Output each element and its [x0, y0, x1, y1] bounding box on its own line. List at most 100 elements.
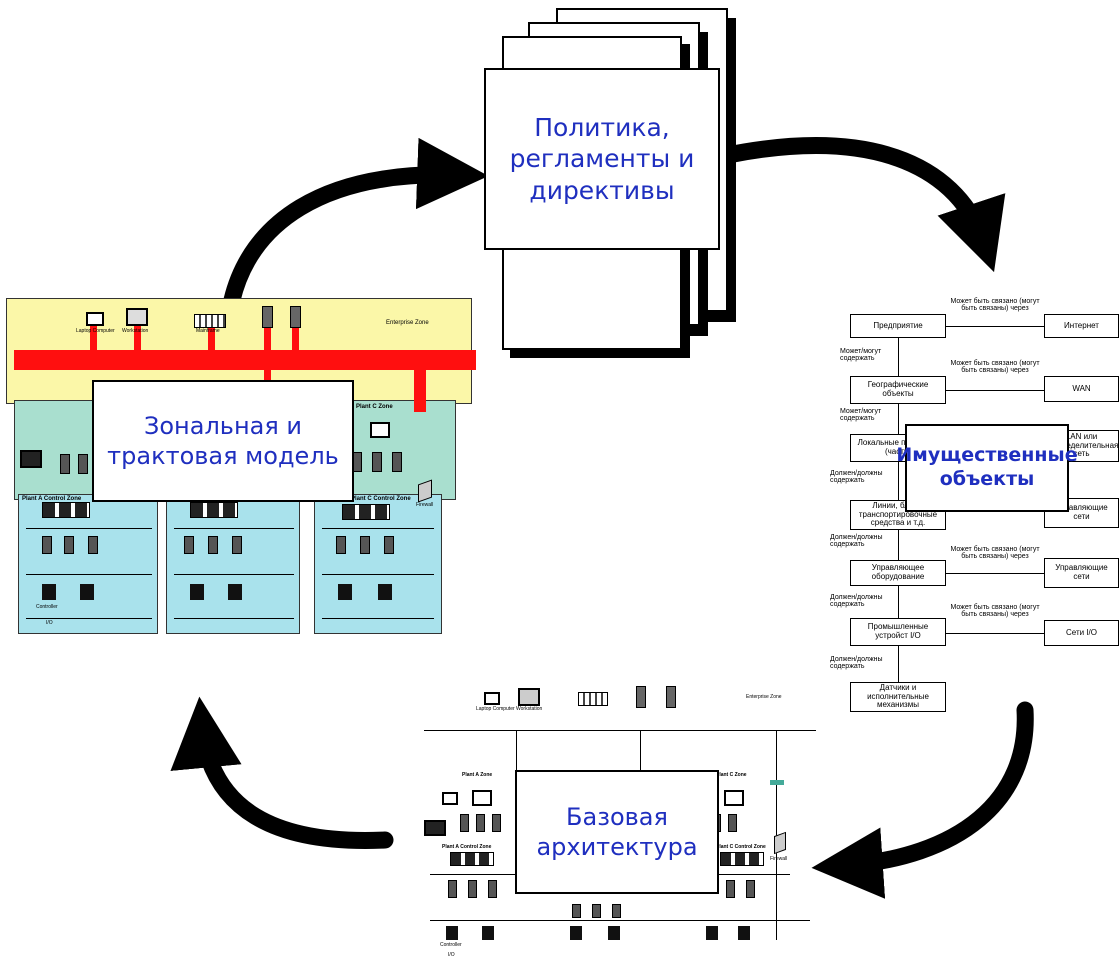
workstation-icon — [42, 502, 90, 518]
policy-title-line1: Политика, — [534, 113, 670, 143]
network-line — [322, 528, 434, 529]
asset-box-io-devices: Промышленные устройст I/O — [850, 618, 946, 646]
controller-icon — [738, 926, 750, 940]
server-icon — [336, 536, 346, 554]
asset-box-enterprise: Предприятие — [850, 314, 946, 338]
plant-c-control-label: Plant C Control Zone — [351, 496, 411, 502]
policy-title-line2: регламенты и — [509, 144, 695, 174]
workstation-icon — [724, 790, 744, 806]
conduit-drop-4 — [264, 322, 271, 352]
network-line — [26, 618, 152, 619]
containment-label: Может/могут содержать — [840, 348, 882, 363]
server-icon — [42, 536, 52, 554]
network-line — [430, 920, 810, 921]
network-line — [26, 574, 152, 575]
network-line — [430, 874, 520, 875]
server-icon — [78, 454, 88, 474]
containment-label: Должен/должны содержать — [830, 594, 883, 609]
device-label: Controller — [440, 942, 462, 948]
network-line — [424, 730, 816, 731]
device-label: Workstation — [516, 706, 543, 712]
network-line — [770, 780, 784, 785]
network-line — [322, 618, 434, 619]
server-icon — [746, 880, 755, 898]
controller-icon — [190, 584, 204, 600]
asset-box-control-equipment: Управляющее оборудование — [850, 560, 946, 586]
server-icon — [384, 536, 394, 554]
arrow-policy-to-assets — [719, 137, 1006, 273]
server-icon — [232, 536, 242, 554]
network-line — [710, 874, 790, 875]
enterprise-zone-label: Enterprise Zone — [746, 694, 782, 700]
controller-icon — [482, 926, 494, 940]
conduit-drop-7 — [414, 368, 426, 412]
server-icon — [290, 306, 301, 328]
plant-a-control-label: Plant A Control Zone — [22, 496, 82, 502]
controller-icon — [378, 584, 392, 600]
laptop-icon — [484, 692, 500, 705]
laptop-icon — [442, 792, 458, 805]
device-label: I/O — [46, 620, 53, 626]
mainframe-icon — [578, 692, 608, 706]
server-icon — [184, 536, 194, 554]
base-title-line2: архитектура — [536, 833, 698, 861]
association-label: Может быть связано (могут быть связаны) … — [950, 546, 1040, 561]
server-icon — [572, 904, 581, 918]
containment-label: Должен/должны содержать — [830, 656, 883, 671]
network-line — [174, 618, 294, 619]
plant-c-zone-label: Plant C Zone — [716, 772, 747, 778]
server-icon — [262, 306, 273, 328]
policy-box: Политика, регламенты и директивы — [484, 68, 720, 250]
server-icon — [666, 686, 676, 708]
association-label: Может быть связано (могут быть связаны) … — [950, 298, 1040, 313]
controller-icon — [446, 926, 458, 940]
server-icon — [726, 880, 735, 898]
base-architecture-diagram: Enterprise Zone Laptop Computer Workstat… — [420, 680, 820, 961]
server-icon — [612, 904, 621, 918]
asset-box-internet: Интернет — [1044, 314, 1119, 338]
plant-a-zone-label: Plant A Zone — [462, 772, 493, 778]
conduit-main — [14, 350, 476, 370]
network-line — [26, 528, 152, 529]
workstation-icon — [190, 502, 238, 518]
association-arrow — [946, 390, 1044, 391]
workstation-icon — [720, 852, 764, 866]
workstation-icon — [20, 450, 42, 468]
controller-icon — [570, 926, 582, 940]
server-icon — [372, 452, 382, 472]
asset-box: Имущественные объекты — [896, 424, 1078, 512]
device-label: Firewall — [770, 856, 788, 862]
conduit-drop-5 — [292, 322, 299, 352]
zonal-model-box: Зональная и трактовая модель — [92, 380, 354, 502]
asset-title-line2: объекты — [939, 468, 1035, 490]
device-label: Laptop Computer — [76, 328, 115, 334]
conduit-drop-6 — [264, 368, 271, 384]
association-arrow — [946, 326, 1044, 327]
server-icon — [64, 536, 74, 554]
server-icon — [360, 536, 370, 554]
server-icon — [636, 686, 646, 708]
workstation-icon — [370, 422, 390, 438]
plant-c-control-label: Plant C Control Zone — [716, 844, 766, 850]
workstation-icon — [450, 852, 494, 866]
asset-box-io-nets: Сети I/O — [1044, 620, 1119, 646]
controller-icon — [338, 584, 352, 600]
network-line — [322, 574, 434, 575]
plant-c-zone-label: Plant C Zone — [356, 404, 393, 410]
controller-icon — [80, 584, 94, 600]
device-label: Mainframe — [196, 328, 220, 334]
server-icon — [488, 880, 497, 898]
workstation-icon — [518, 688, 540, 706]
workstation-icon — [126, 308, 148, 326]
device-label: Controller — [36, 604, 58, 610]
asset-box-geo: Географические объекты — [850, 376, 946, 404]
arrow-zonal-to-policy — [223, 137, 489, 309]
base-title-line1: Базовая — [566, 803, 668, 831]
server-icon — [468, 880, 477, 898]
conduit-drop-3 — [208, 322, 215, 352]
server-icon — [492, 814, 501, 832]
network-line — [174, 528, 294, 529]
workstation-icon — [424, 820, 446, 836]
conduit-drop-2 — [134, 322, 141, 352]
network-line — [640, 730, 641, 790]
